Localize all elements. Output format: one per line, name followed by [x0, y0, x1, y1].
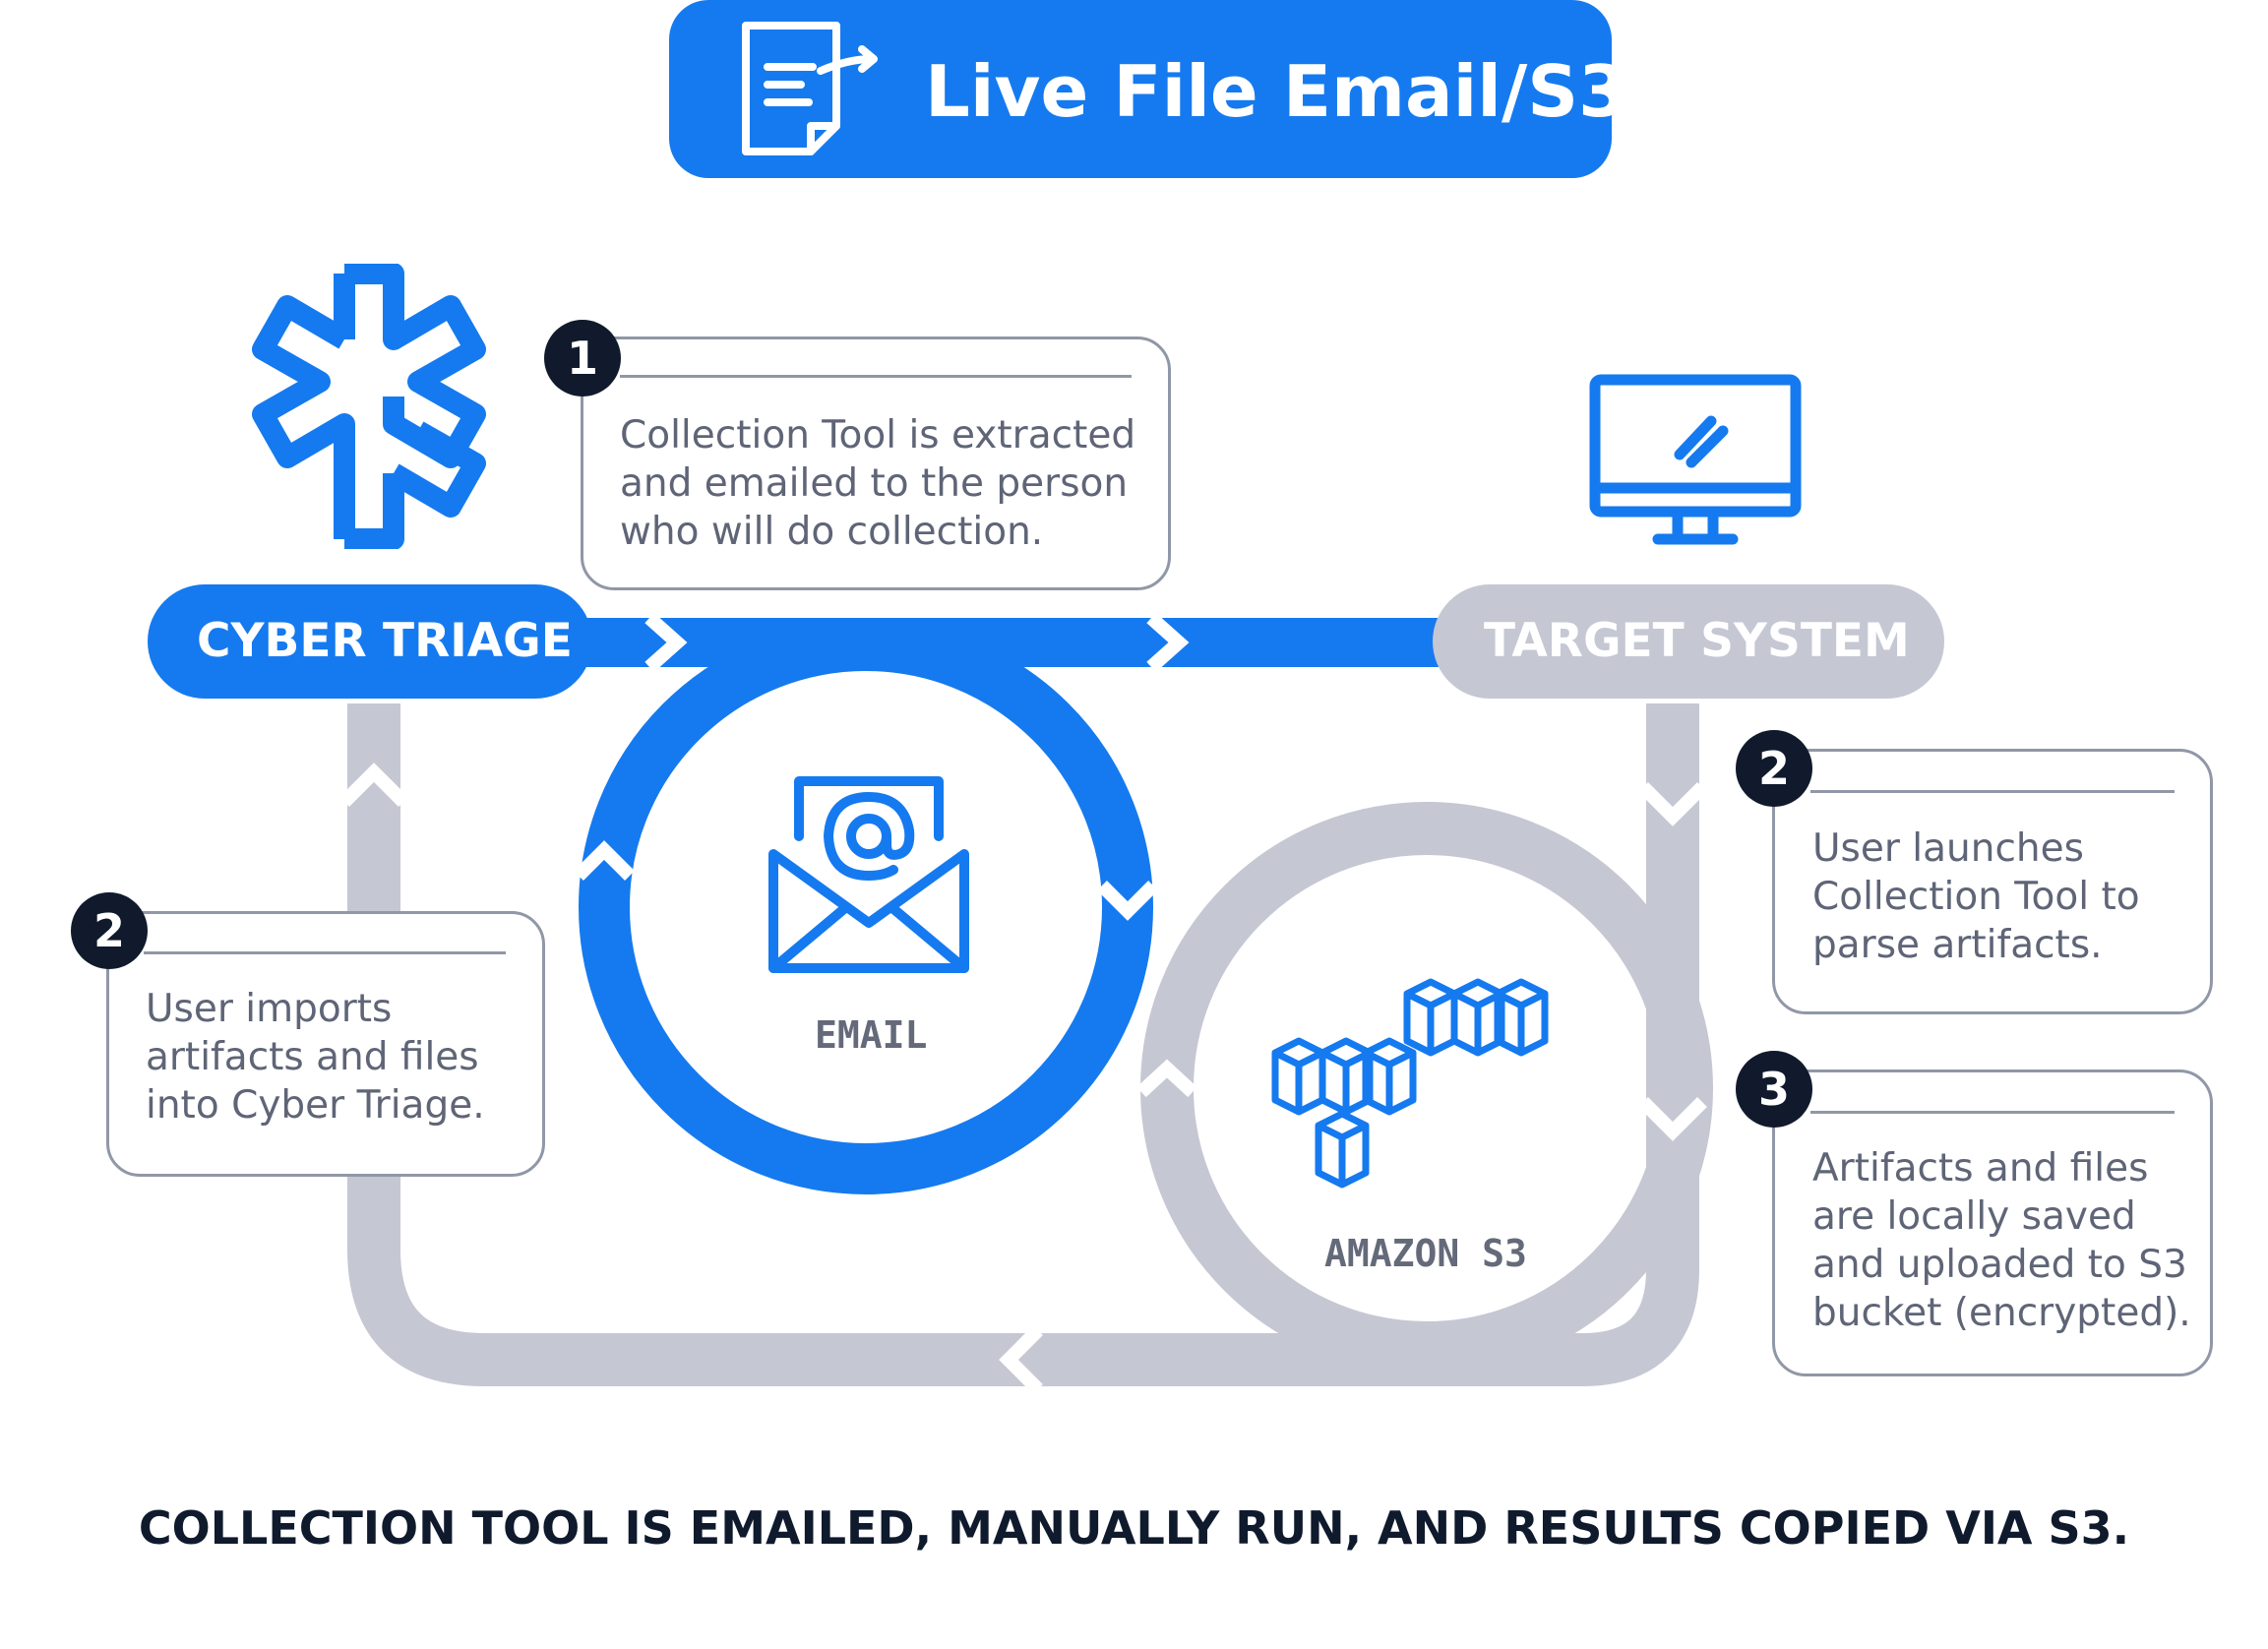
document-send-icon: [742, 22, 878, 155]
blue-arrow-chevrons: [574, 840, 1158, 921]
step-text-1: Collection Tool is extracted and emailed…: [620, 413, 1136, 554]
page-title: Live File Email/S3: [925, 50, 1628, 133]
step-text-2-right: User launches Collection Tool to parse a…: [1812, 826, 2140, 967]
top-connector: [551, 618, 1476, 667]
target-system-label: TARGET SYSTEM: [1484, 614, 1910, 668]
email-envelope-icon: [768, 776, 969, 973]
cyber-triage-node: [148, 584, 592, 699]
step-badge-2-left: 2: [71, 892, 148, 969]
amazon-s3-label: AMAZON S3: [1324, 1232, 1527, 1275]
step-text-2-left: User imports artifacts and files into Cy…: [146, 987, 485, 1128]
aws-s3-cubes-icon: [1271, 978, 1549, 1189]
footer-caption: COLLECTION TOOL IS EMAILED, MANUALLY RUN…: [138, 1501, 2130, 1555]
step-card-3: [1772, 1069, 2213, 1376]
target-system-node: [1433, 584, 1944, 699]
step-badge-3: 3: [1736, 1051, 1812, 1128]
step-text-3: Artifacts and files are locally saved an…: [1812, 1146, 2191, 1335]
step-badge-2-right: 2: [1736, 730, 1812, 807]
monitor-icon: [1589, 374, 1802, 545]
email-label: EMAIL: [815, 1013, 928, 1057]
title-banner: [669, 0, 1612, 178]
step-card-1: [581, 336, 1171, 590]
cyber-triage-label: CYBER TRIAGE: [197, 614, 573, 668]
cyber-triage-logo-icon: [252, 264, 486, 549]
step-card-2-left: [106, 911, 545, 1177]
gray-return-path: [347, 703, 1713, 1386]
step-badge-1: 1: [544, 320, 621, 397]
step-card-2-right: [1772, 749, 2213, 1014]
gray-arrow-chevrons: [339, 763, 1707, 1394]
